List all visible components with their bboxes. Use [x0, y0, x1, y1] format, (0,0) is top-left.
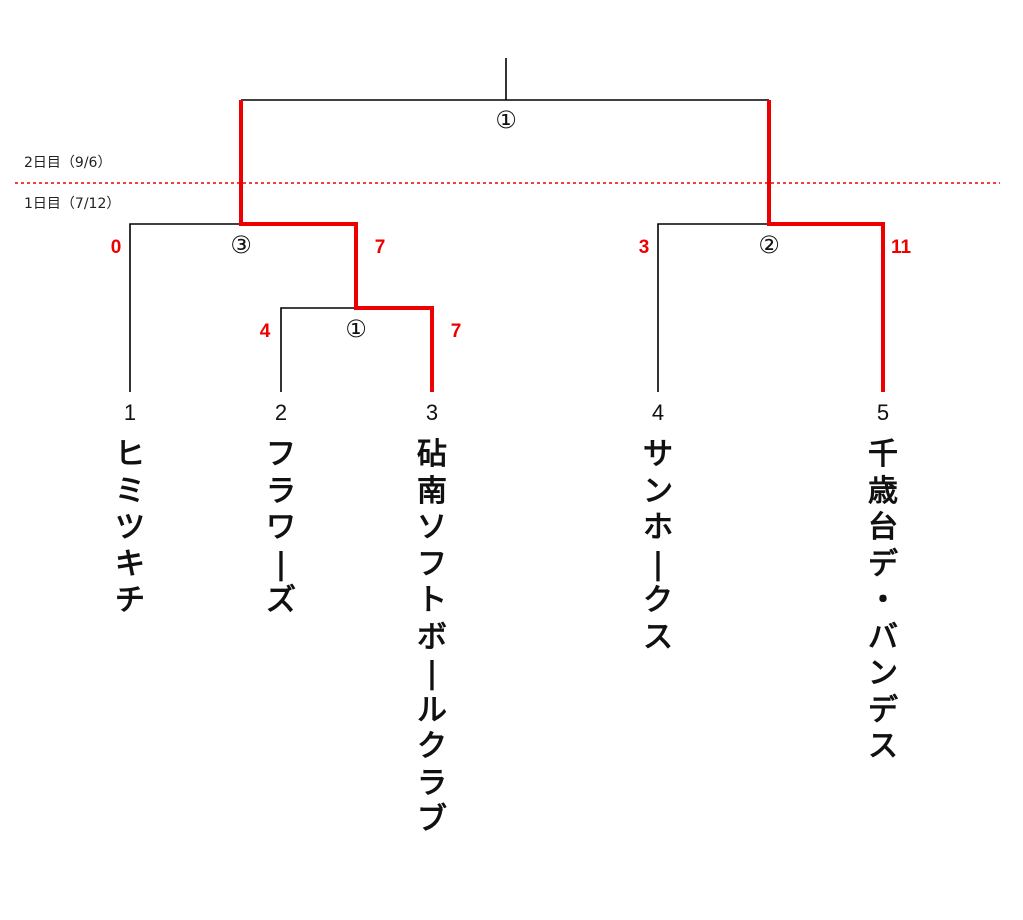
team-seed-4: 4	[651, 400, 665, 425]
team-name-char: ク	[643, 583, 673, 618]
team-seed-5: 5	[876, 400, 890, 425]
team-name-char: ク	[417, 729, 447, 764]
team-name-char: |	[426, 656, 438, 691]
team-name-char: ズ	[266, 583, 296, 618]
score-team1: 0	[110, 237, 122, 258]
score-team2: 4	[259, 321, 271, 342]
team-name-char: ス	[868, 729, 898, 764]
team-name-char: ボ	[417, 619, 447, 655]
team-name-char: ヒ	[115, 437, 145, 472]
team-name-char: ブ	[417, 802, 447, 837]
team-name-char: デ	[868, 692, 898, 728]
score-team4: 3	[638, 237, 650, 258]
winner-path-left	[239, 100, 434, 392]
team-name-char: ホ	[643, 510, 673, 545]
team-seed-2: 2	[274, 400, 288, 425]
team-name-char: ソ	[417, 510, 447, 545]
team-name-char: 台	[868, 510, 898, 545]
winner-paths	[239, 100, 885, 392]
team-name-2: フラワ|ズ	[261, 437, 301, 620]
team-name-char: ン	[643, 473, 673, 509]
team-name-char: デ	[868, 546, 898, 582]
team-name-char: 南	[417, 473, 447, 509]
team-name-char: 歳	[868, 473, 898, 509]
team-seed-3: 3	[425, 400, 439, 425]
team-name-char: ル	[417, 692, 447, 728]
team-name-char: ツ	[115, 510, 145, 545]
team1-line	[129, 223, 241, 392]
team-name-char: ラ	[417, 765, 447, 801]
team-name-char: ト	[417, 583, 447, 618]
team-name-char: キ	[115, 546, 145, 582]
team-name-char: フ	[417, 546, 447, 582]
score-semi-left-winner: 7	[374, 237, 386, 258]
team-name-char: ン	[868, 656, 898, 691]
winner-path-right	[767, 100, 885, 392]
team-name-4: サンホ|クス	[638, 437, 678, 656]
team-name-char: チ	[115, 583, 145, 618]
match-number-semi-left: ③	[230, 231, 252, 259]
match-number-final: ①	[495, 106, 517, 134]
team-seed-1: 1	[123, 400, 137, 425]
team-name-char: |	[652, 546, 664, 582]
day1-label: 1日目（7/12）	[24, 196, 121, 212]
team-name-char: バ	[868, 619, 898, 655]
team2-line	[280, 307, 356, 392]
team-name-char: ラ	[266, 473, 296, 509]
day2-label: 2日目（9/6）	[24, 155, 112, 171]
team-name-char: 砧	[417, 437, 447, 472]
score-team5: 11	[890, 237, 912, 258]
team-name-char: ス	[643, 619, 673, 655]
team-name-char: ・	[868, 583, 898, 618]
team-name-char: 千	[868, 437, 898, 472]
team-name-3: 砧南ソフトボ|ルクラブ	[412, 437, 452, 839]
team-name-char: ワ	[266, 510, 296, 545]
score-team3: 7	[450, 321, 462, 342]
match-number-semi-right: ②	[758, 231, 780, 259]
team-name-char: |	[275, 546, 287, 582]
team-name-char: サ	[643, 437, 673, 472]
team-name-char: ミ	[115, 473, 145, 509]
team-name-char: フ	[266, 437, 296, 472]
match-number-first-round: ①	[345, 315, 367, 343]
team-name-1: ヒミツキチ	[110, 437, 150, 620]
team4-line	[657, 223, 769, 392]
team-name-5: 千歳台デ・バンデス	[863, 437, 903, 766]
bracket-lines	[129, 58, 769, 392]
